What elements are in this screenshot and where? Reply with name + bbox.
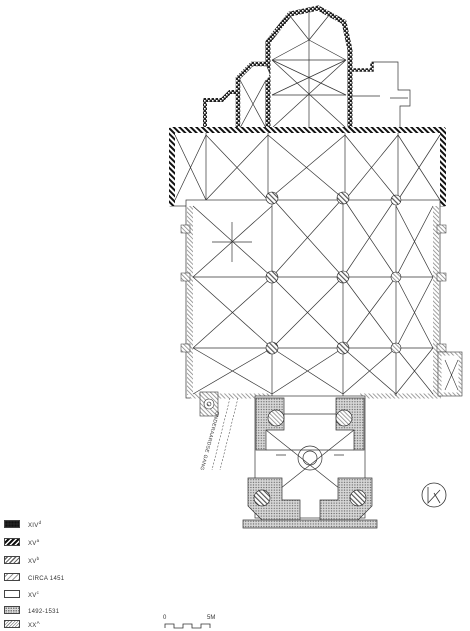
legend-suffix: a xyxy=(36,537,40,543)
legend-item: XVa xyxy=(4,537,39,547)
legend-swatch-dotted xyxy=(4,606,20,614)
legend-item: XVb xyxy=(4,555,39,565)
nave xyxy=(185,197,441,399)
legend-suffix: A xyxy=(36,619,40,625)
pier xyxy=(390,342,402,354)
pier xyxy=(265,270,279,284)
underground-passage xyxy=(211,397,239,471)
north-arrow-icon xyxy=(421,482,447,508)
legend-period: 1492-1531 xyxy=(28,608,60,615)
pier xyxy=(390,194,402,206)
pier xyxy=(390,271,402,283)
scale-end-label: 5M xyxy=(207,615,216,621)
legend-item: XVc xyxy=(4,589,39,599)
legend-item: CIRCA 1451 xyxy=(4,572,64,582)
right-nave-chapel xyxy=(437,351,463,397)
legend-period: XV xyxy=(28,558,37,565)
pier xyxy=(336,191,350,205)
legend-suffix: d xyxy=(38,519,42,525)
legend-swatch-light-hatch xyxy=(4,573,20,581)
legend-swatch-dense-hatch xyxy=(4,538,20,546)
legend-suffix: c xyxy=(36,589,40,595)
piers xyxy=(265,191,402,355)
legend-item: XXA xyxy=(4,619,40,629)
scale-start-label: 0 xyxy=(163,615,167,621)
legend-suffix: b xyxy=(36,555,40,561)
pier xyxy=(336,270,350,284)
legend-period: XV xyxy=(28,540,37,547)
buttresses xyxy=(180,224,447,353)
pier xyxy=(265,191,279,205)
transept xyxy=(169,127,446,207)
legend-period: XIV xyxy=(28,522,39,529)
legend-item: XIVd xyxy=(4,519,41,529)
legend-period: XV xyxy=(28,592,37,599)
legend-swatch-fine-hatch xyxy=(4,620,20,628)
legend-period: XX xyxy=(28,622,37,629)
choir-apse xyxy=(265,5,353,130)
tower xyxy=(242,395,378,529)
scale-bar xyxy=(164,623,211,629)
pier xyxy=(265,341,279,355)
pier xyxy=(336,341,350,355)
legend-swatch-blank xyxy=(4,590,20,598)
right-annex xyxy=(350,61,411,130)
legend-swatch-medium-hatch xyxy=(4,556,20,564)
stair-turret xyxy=(199,391,219,417)
left-chapel xyxy=(203,61,271,130)
legend-swatch-checker xyxy=(4,520,20,528)
legend-item: 1492-1531 xyxy=(4,605,59,615)
legend-period: CIRCA 1451 xyxy=(28,575,65,582)
